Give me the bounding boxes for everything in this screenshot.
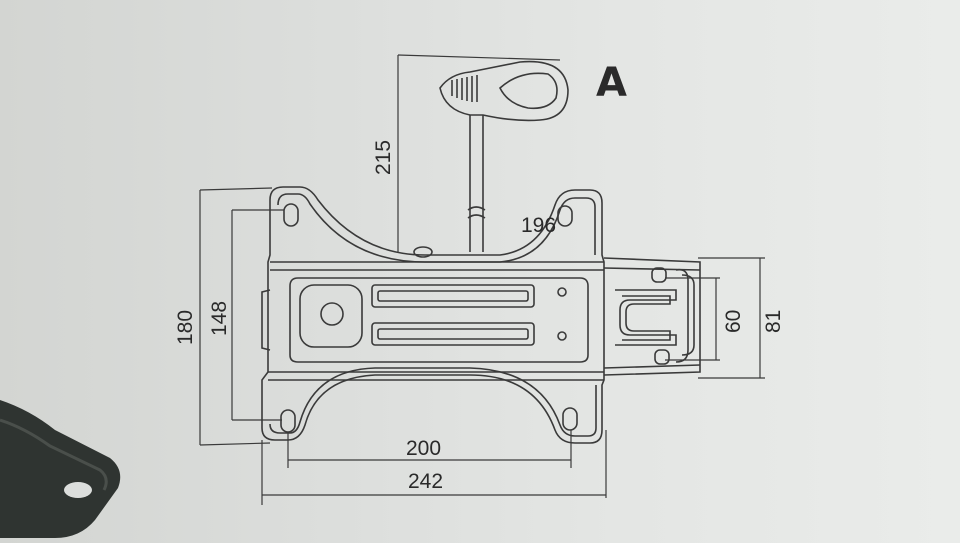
dim-bracket-outer: 81	[762, 310, 785, 333]
dim-hole-spacing-height: 148	[208, 301, 231, 336]
panel-label: A	[596, 60, 627, 106]
dim-bracket-hole-spacing: 60	[722, 310, 745, 333]
chair-part-photo-fragment	[0, 400, 121, 538]
dim-overall-width: 242	[408, 470, 443, 493]
dimension-lines	[199, 54, 765, 505]
dim-hole-spacing-width: 200	[406, 437, 441, 460]
dim-handle-length: 215	[372, 140, 395, 175]
side-bracket	[603, 257, 701, 376]
mounting-hole	[64, 482, 92, 498]
lever-handle	[439, 60, 569, 252]
plate-outline	[261, 186, 605, 444]
dim-overall-height: 180	[174, 310, 197, 345]
dim-offset: 196	[521, 214, 556, 237]
grip-ridges	[451, 75, 478, 102]
